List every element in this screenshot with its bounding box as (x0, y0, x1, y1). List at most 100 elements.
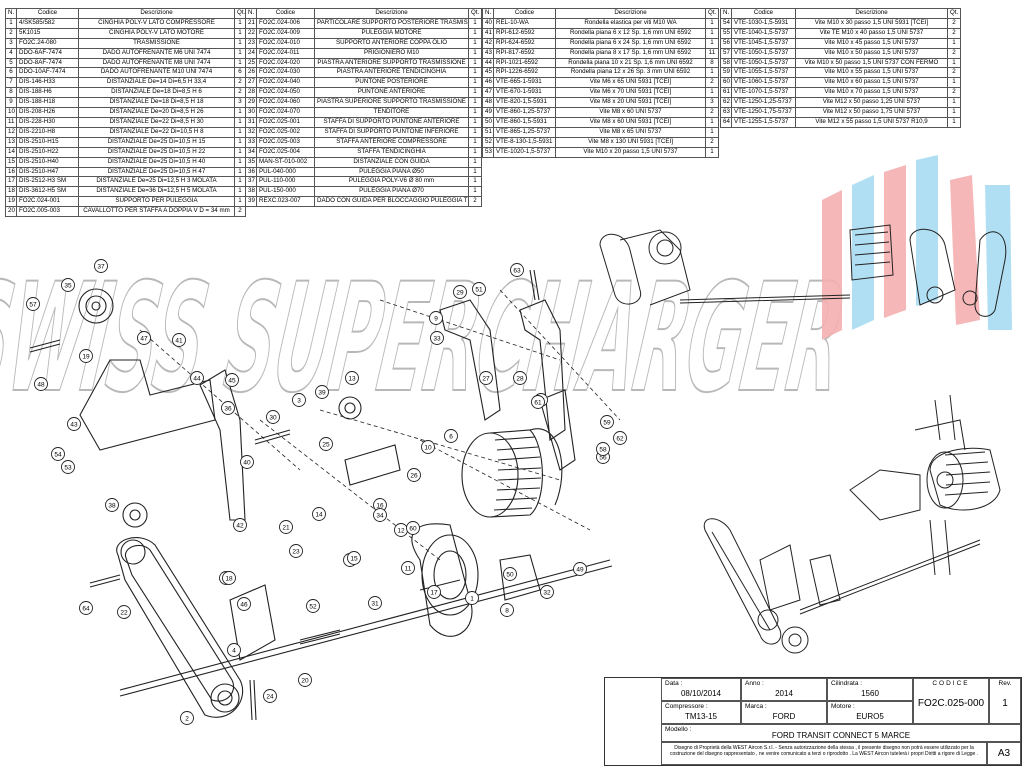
bom-descrizione: Vite M8 x 130 UNI 5931 [TCEI] (555, 136, 706, 148)
bom-n: 38 (245, 186, 257, 198)
bom-n: 12 (5, 126, 17, 138)
bom-codice: DIS-146-H33 (16, 77, 79, 89)
bom-n: 49 (482, 107, 494, 118)
bom-codice: FO2C.024-070 (256, 107, 315, 118)
bom-descrizione: DISTANZIALE De=25 Di=10,5 H 15 (78, 136, 235, 148)
bom-n: 25 (245, 57, 257, 69)
callout-number: 18 (225, 575, 233, 582)
callout-balloon: 60 (406, 521, 420, 535)
bom-n: 32 (245, 126, 257, 138)
bom-codice: FO2C.024-011 (256, 47, 315, 59)
callout-number: 42 (236, 522, 244, 529)
bom-qt: 6 (234, 67, 246, 79)
front-strut (519, 299, 566, 441)
bom-n: 10 (5, 107, 17, 118)
ownership-note: Disegno di Proprietà della WEST Aircon S… (669, 745, 979, 758)
callout-number: 16 (376, 502, 384, 509)
bom-n: 1 (5, 17, 17, 29)
callout-balloon: 33 (430, 331, 444, 345)
bom-descrizione: DISTANZIALE CON GUIDA (314, 156, 469, 168)
bom-descrizione: DISTANZIALE De=18 Di=8,5 H 6 (78, 87, 235, 99)
bom-descrizione: DISTANZIALE De=14 Di=6,5 H 33,4 (78, 77, 235, 89)
callout-number: 20 (301, 677, 309, 684)
bom-qt: 1 (468, 136, 482, 148)
bom-descrizione: DISTANZIALE De=36 Di=12,5 H 5 MOLATA (78, 186, 235, 198)
callout-balloon: 23 (289, 544, 303, 558)
bom-codice: FO2C.025-004 (256, 146, 315, 158)
bom-descrizione: PULEGGIA PIANA Ø70 (314, 186, 469, 198)
compressore-label: Compressore : (665, 703, 708, 710)
bom-qt: 1 (234, 17, 246, 29)
callout-number: 25 (322, 441, 330, 448)
bom-codice: DIS-228-H30 (16, 116, 79, 128)
bom-qt: 2 (947, 47, 961, 59)
bom-codice: VTE-1060-1,5-5737 (731, 77, 796, 89)
tb-anno: Anno : 2014 (741, 678, 827, 701)
bom-qt: 2 (947, 27, 961, 39)
callout-number: 19 (82, 353, 90, 360)
bom-codice: DIS-208-H26 (16, 107, 79, 118)
bom-descrizione: Vite M12 x 50 passo 1,75 UNI 5737 (795, 107, 948, 118)
bom-codice: FO2C.024-001 (16, 196, 79, 208)
bom-codice: DDO-10AF-7474 (16, 67, 79, 79)
callout-balloon: 62 (613, 431, 627, 445)
col-descrizione: Descrizione (555, 8, 706, 19)
tb-modello: Modello : FORD TRANSIT CONNECT 5 MARCE (661, 724, 1021, 742)
col-qt: Qt. (705, 8, 719, 19)
tb-format: A3 (987, 742, 1021, 765)
bom-descrizione: DISTANZIALE De=22 Di=10,5 H 8 (78, 126, 235, 138)
callout-balloon: 48 (34, 377, 48, 391)
motore-value: EURO5 (856, 712, 884, 721)
bom-codice: DIS-2510-H22 (16, 146, 79, 158)
bom-qt: 1 (947, 77, 961, 89)
callout-balloon: 31 (368, 596, 382, 610)
callout-number: 51 (475, 286, 483, 293)
bom-qt: 1 (234, 126, 246, 138)
bom-descrizione: Vite M12 x 50 passo 1,25 UNI 5737 (795, 97, 948, 109)
col-codice: Codice (493, 8, 556, 19)
cilindrata-value: 1560 (861, 689, 879, 698)
marca-label: Marca : (745, 703, 767, 710)
bom-descrizione: PRIGIONIERO M10 (314, 47, 469, 59)
callout-number: 15 (350, 555, 358, 562)
callout-number: 56 (599, 454, 607, 461)
bom-qt: 1 (468, 176, 482, 188)
anno-value: 2014 (775, 689, 793, 698)
bom-codice: FO2C.024-030 (256, 67, 315, 79)
bom-codice: RPI-1226-6592 (493, 67, 556, 79)
callout-balloon: 26 (407, 468, 421, 482)
callout-balloon: 50 (503, 567, 517, 581)
callout-balloon: 63 (510, 263, 524, 277)
callout-balloon: 19 (79, 349, 93, 363)
callout-balloon: 51 (472, 282, 486, 296)
bom-n: 11 (5, 116, 17, 128)
bom-codice: 5K1015 (16, 27, 79, 39)
callout-balloon: 45 (225, 373, 239, 387)
bom-codice: VTE-1250-1,75-5737 (731, 107, 796, 118)
callout-balloon: 3 (292, 393, 306, 407)
callout-number: 32 (543, 589, 551, 596)
bom-qt: 2 (234, 206, 246, 218)
bom-n: 26 (245, 67, 257, 79)
callout-balloon: 49 (573, 562, 587, 576)
bom-descrizione: PULEGGIA POLY-V6 Ø 80 mm (314, 176, 469, 188)
bom-codice: FO2C.024-050 (256, 87, 315, 99)
callout-balloon: 12 (394, 523, 408, 537)
bom-n: 52 (482, 136, 494, 148)
callout-balloon: 46 (237, 597, 251, 611)
